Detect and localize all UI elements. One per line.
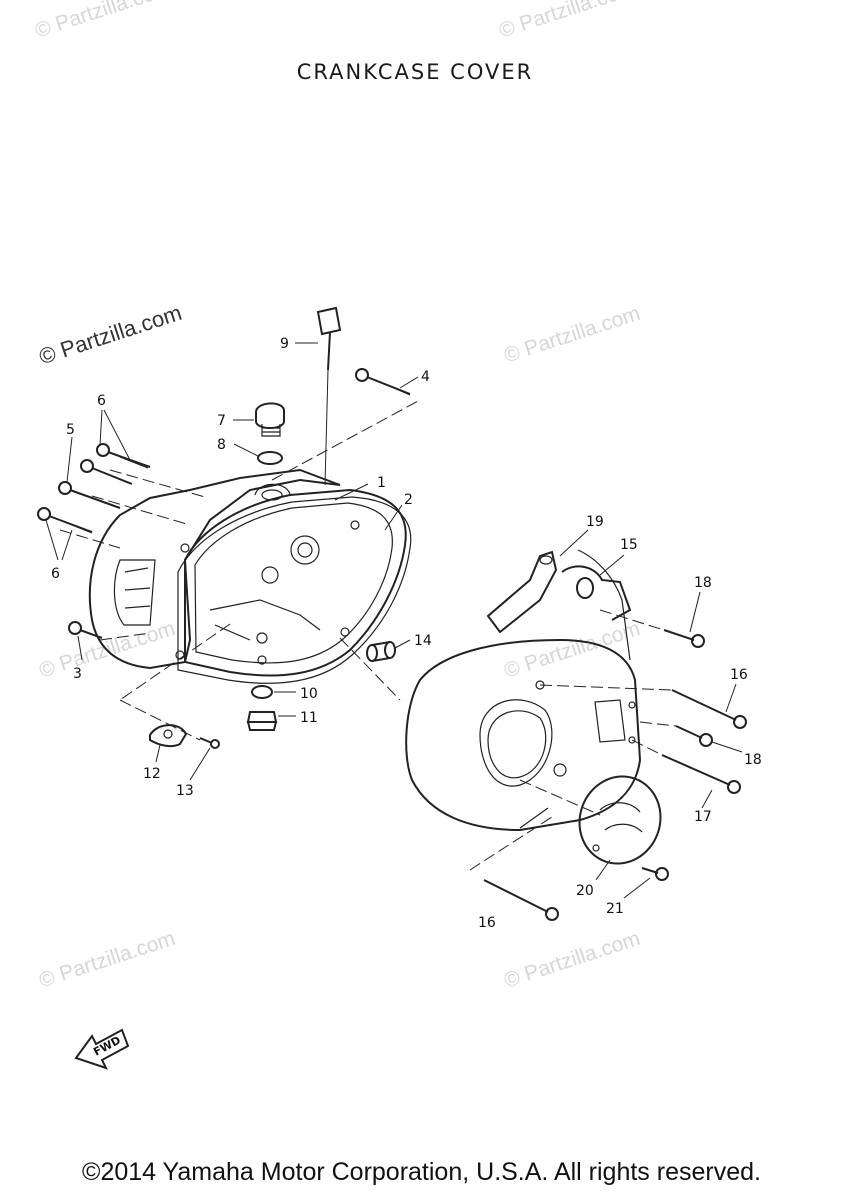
copyright-notice: ©2014 Yamaha Motor Corporation, U.S.A. A… bbox=[82, 1158, 761, 1186]
callout-15: 15 bbox=[620, 537, 638, 553]
inspection-cover bbox=[578, 775, 662, 865]
bolt-4 bbox=[355, 368, 411, 396]
o-ring bbox=[257, 451, 283, 465]
bolt-16-bottom bbox=[483, 879, 559, 921]
callout-16-bottom: 16 bbox=[478, 915, 496, 931]
callout-14: 14 bbox=[414, 633, 432, 649]
callout-1: 1 bbox=[377, 475, 386, 491]
bolts-upper bbox=[37, 443, 151, 534]
drain-plug bbox=[246, 711, 278, 731]
dowel-pin bbox=[366, 641, 396, 662]
callout-5: 5 bbox=[66, 422, 75, 438]
screw-21 bbox=[641, 867, 669, 881]
bolts-right bbox=[661, 629, 747, 794]
callout-17: 17 bbox=[694, 809, 712, 825]
oil-filler-cap bbox=[255, 402, 285, 437]
callout-18-lower: 18 bbox=[744, 752, 762, 768]
callout-6-upper: 6 bbox=[97, 393, 106, 409]
dipstick bbox=[316, 306, 342, 486]
callout-11: 11 bbox=[300, 710, 318, 726]
forward-arrow-icon: FWD bbox=[74, 1028, 130, 1070]
magneto-cover bbox=[405, 549, 642, 832]
callout-20: 20 bbox=[576, 883, 594, 899]
callout-8: 8 bbox=[217, 437, 226, 453]
callout-7: 7 bbox=[217, 413, 226, 429]
callout-12: 12 bbox=[143, 766, 161, 782]
diagram-title: CRANKCASE COVER bbox=[296, 60, 534, 84]
bolt-3 bbox=[68, 621, 103, 639]
gasket bbox=[177, 496, 412, 684]
bracket bbox=[486, 550, 558, 634]
callout-6-lower: 6 bbox=[51, 566, 60, 582]
drain-washer bbox=[251, 685, 273, 699]
screw-13 bbox=[199, 737, 220, 749]
callout-9: 9 bbox=[280, 336, 289, 352]
alignment-lines bbox=[59, 399, 677, 871]
callout-19: 19 bbox=[586, 514, 604, 530]
callout-4: 4 bbox=[421, 369, 430, 385]
callout-16-right: 16 bbox=[730, 667, 748, 683]
crankcase-cover-left bbox=[88, 468, 407, 677]
callout-2: 2 bbox=[404, 492, 413, 508]
callout-18-upper: 18 bbox=[694, 575, 712, 591]
callout-3: 3 bbox=[73, 666, 82, 682]
callout-13: 13 bbox=[176, 783, 194, 799]
leader-lines bbox=[45, 342, 743, 899]
callout-10: 10 bbox=[300, 686, 318, 702]
cover-plate bbox=[149, 724, 188, 748]
callout-21: 21 bbox=[606, 901, 624, 917]
